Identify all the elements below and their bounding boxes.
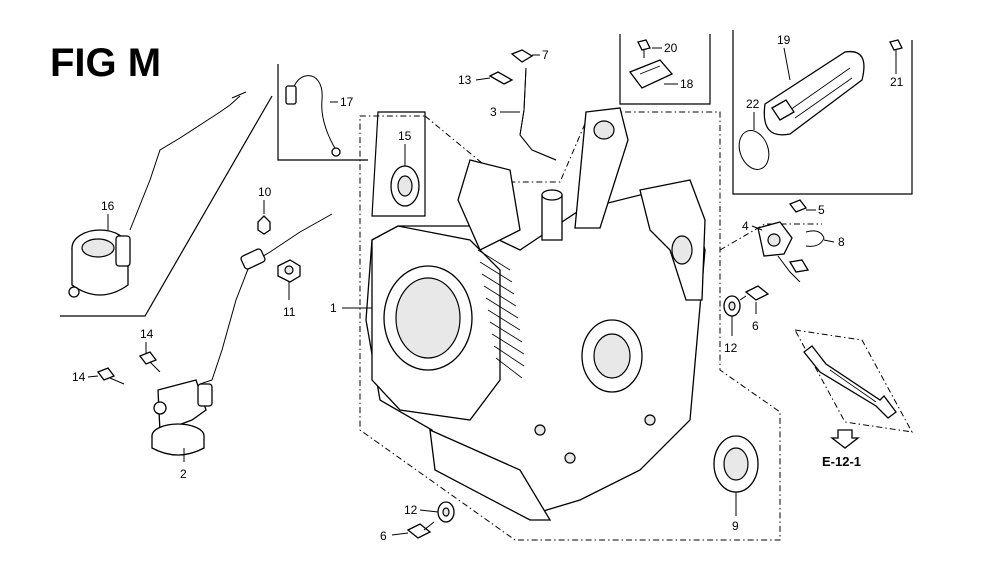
callout-2: 2 xyxy=(180,467,187,481)
part-3-governor-arm xyxy=(519,67,557,161)
leader-lines xyxy=(87,47,897,536)
callout-1: 1 xyxy=(330,301,337,315)
reference-frame xyxy=(794,329,913,433)
part-10-washer xyxy=(257,215,271,235)
part-5-bolt xyxy=(788,199,808,213)
callout-22: 22 xyxy=(746,97,760,111)
callout-16: 16 xyxy=(101,199,115,213)
part-19-frame xyxy=(732,30,913,195)
part-7-washer xyxy=(510,49,534,63)
callout-19: 19 xyxy=(777,33,791,47)
callout-7: 7 xyxy=(542,48,549,62)
callout-10: 10 xyxy=(258,185,272,199)
part-17-frame xyxy=(277,64,368,161)
part-6-bolt-bottom xyxy=(406,521,435,539)
callout-18: 18 xyxy=(680,77,694,91)
part-4-switch xyxy=(757,221,810,283)
callout-8: 8 xyxy=(838,235,845,249)
part-14-bolt-lower xyxy=(96,367,125,385)
reference-arrow xyxy=(830,429,860,449)
part-19-dipstick xyxy=(763,50,865,136)
callout-14-upper: 14 xyxy=(140,327,154,341)
part-18-plate xyxy=(628,59,674,89)
part-22-o-ring xyxy=(738,130,770,170)
callout-3: 3 xyxy=(490,105,497,119)
part-16-oil-switch xyxy=(68,91,247,298)
callout-17: 17 xyxy=(340,95,354,109)
part-20-bolt xyxy=(637,39,651,58)
part-15-seal xyxy=(390,165,420,207)
figure-title: FIG M xyxy=(50,41,161,85)
callout-12-bottom: 12 xyxy=(404,503,418,517)
part-21-bolt xyxy=(889,39,903,62)
reference-shaft xyxy=(803,345,897,419)
gasket-frame xyxy=(719,223,822,251)
callout-15: 15 xyxy=(398,129,412,143)
callout-5: 5 xyxy=(818,203,825,217)
callout-21: 21 xyxy=(890,75,904,89)
part-11-nut xyxy=(277,259,301,283)
part-12-washer-bottom xyxy=(437,501,455,523)
callout-11: 11 xyxy=(283,305,296,319)
callout-12-right: 12 xyxy=(724,341,738,355)
callout-13: 13 xyxy=(458,73,472,87)
part-16-frame xyxy=(60,95,273,317)
part-15-frame xyxy=(371,111,426,217)
part-12-washer-right xyxy=(723,295,741,317)
callout-9: 9 xyxy=(732,519,739,533)
part-9-oil-seal xyxy=(713,435,759,493)
part-18-frame xyxy=(619,34,711,105)
part-14-bolt-upper xyxy=(138,351,161,373)
callout-6-right: 6 xyxy=(752,319,759,333)
part-6-bolt-right xyxy=(739,285,770,301)
part-1-crankcase xyxy=(365,107,706,521)
callout-20: 20 xyxy=(664,41,678,55)
part-17-wire xyxy=(285,75,341,157)
reference-label: E-12-1 xyxy=(822,454,861,469)
part-8-clip xyxy=(805,230,825,247)
part-13-clip xyxy=(488,71,514,85)
callout-14-lower: 14 xyxy=(72,370,86,384)
callout-4: 4 xyxy=(742,219,749,233)
callout-6-bottom: 6 xyxy=(380,529,387,543)
part-2-sensor xyxy=(151,213,333,456)
crankcase-assembly-frame xyxy=(359,111,781,541)
